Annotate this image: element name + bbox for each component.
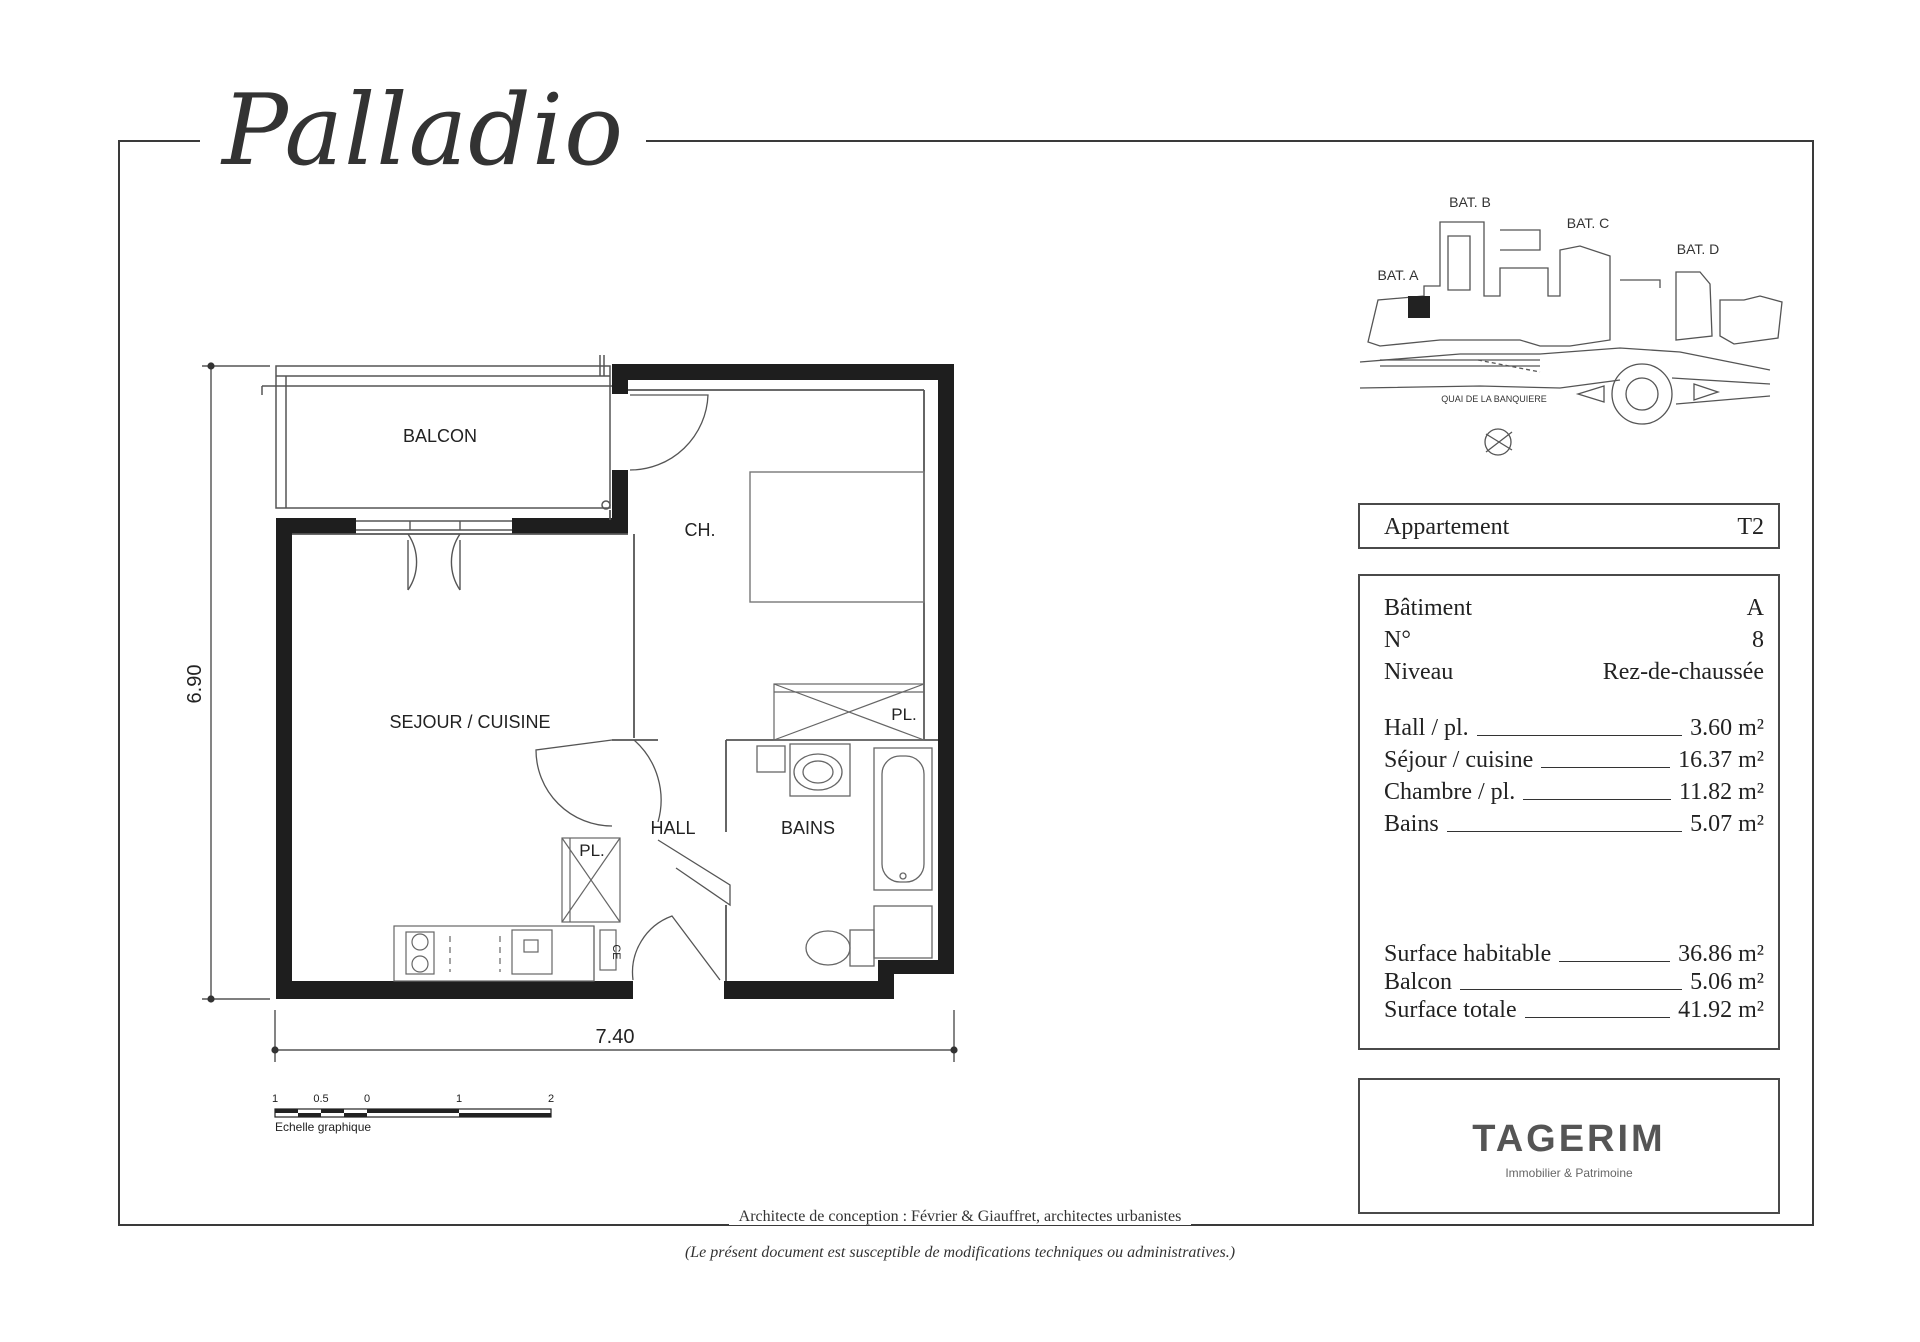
document-frame	[118, 140, 1814, 1226]
room-label-placard-hall: PL.	[579, 841, 605, 860]
balcony-window	[356, 520, 512, 591]
scale-label: Echelle graphique	[275, 1120, 371, 1134]
disclaimer: (Le présent document est susceptible de …	[684, 1244, 1236, 1261]
room-label-placard-bedroom: PL.	[891, 705, 917, 724]
balcony	[261, 355, 612, 510]
kitchen-counter	[393, 925, 617, 982]
placard-bedroom	[773, 683, 925, 741]
surface-label: Hall / pl.	[1384, 715, 1469, 741]
numero-label: N°	[1384, 627, 1411, 653]
total-value: 36.86 m²	[1678, 941, 1764, 967]
placard-hall	[561, 837, 621, 923]
apartment-type-box: Appartement T2	[1358, 503, 1780, 549]
room-label-bains: BAINS	[781, 818, 835, 838]
total-row: Surface totale 41.92 m²	[1384, 992, 1764, 1022]
surface-label: Chambre / pl.	[1384, 779, 1516, 805]
scale-tick-5: 2	[548, 1093, 554, 1105]
scale-tick-4: 1	[456, 1093, 462, 1105]
site-label-bat-d: BAT. D	[1677, 241, 1720, 257]
total-row: Surface habitable 36.86 m²	[1384, 936, 1764, 966]
dimension-height: 6.90	[184, 665, 206, 704]
surface-row: Séjour / cuisine 16.37 m²	[1384, 742, 1764, 772]
door-arcs	[535, 394, 731, 981]
architect-credit: Architecte de conception : Février & Gia…	[0, 1208, 1920, 1226]
site-label-bat-b: BAT. B	[1449, 194, 1491, 210]
bathroom-fixtures	[756, 743, 933, 967]
surface-label: Séjour / cuisine	[1384, 747, 1534, 773]
company-logo: TAGERIM	[1472, 1118, 1666, 1160]
surface-value: 5.07 m²	[1690, 811, 1764, 837]
batiment-label: Bâtiment	[1384, 595, 1472, 621]
site-label-bat-a: BAT. A	[1378, 267, 1420, 283]
graphic-scale: 1 0.5 0 1 2 Echelle graphique	[272, 1093, 554, 1134]
surface-row: Bains 5.07 m²	[1384, 806, 1764, 836]
dimension-width: 7.40	[596, 1026, 635, 1048]
project-title: Palladio	[200, 82, 647, 180]
numero-value: 8	[1752, 627, 1764, 653]
chauffe-eau-label: CE	[610, 944, 622, 959]
scale-tick-3: 0	[364, 1093, 370, 1105]
total-row: Balcon 5.06 m²	[1384, 964, 1764, 994]
room-label-hall: HALL	[650, 818, 695, 838]
info-box: Bâtiment A N° 8 Niveau Rez-de-chaussée H…	[1358, 574, 1780, 1050]
room-label-balcon: BALCON	[403, 426, 477, 446]
dimension-lines	[202, 362, 958, 1062]
batiment-value: A	[1746, 595, 1764, 621]
exterior-walls	[276, 364, 954, 999]
surface-value: 16.37 m²	[1678, 747, 1764, 773]
scale-tick-2: 0.5	[313, 1093, 328, 1105]
logo-box: TAGERIM Immobilier & Patrimoine	[1358, 1078, 1780, 1214]
architect-credit-text: Architecte de conception : Février & Gia…	[728, 1208, 1192, 1225]
apartment-type: T2	[1737, 514, 1764, 540]
site-label-street: QUAI DE LA BANQUIERE	[1441, 394, 1547, 404]
apartment-label: Appartement	[1384, 514, 1510, 540]
total-value: 41.92 m²	[1678, 997, 1764, 1023]
surface-label: Bains	[1384, 811, 1439, 837]
surface-row: Chambre / pl. 11.82 m²	[1384, 774, 1764, 804]
info-row-batiment: Bâtiment A	[1384, 590, 1764, 620]
info-row-niveau: Niveau Rez-de-chaussée	[1384, 654, 1764, 684]
total-label: Surface totale	[1384, 997, 1517, 1023]
bed	[749, 471, 925, 603]
site-label-bat-c: BAT. C	[1567, 215, 1610, 231]
total-value: 5.06 m²	[1690, 969, 1764, 995]
total-label: Balcon	[1384, 969, 1452, 995]
site-plan	[1359, 221, 1783, 456]
niveau-label: Niveau	[1384, 659, 1454, 685]
total-label: Surface habitable	[1384, 941, 1552, 967]
surface-value: 11.82 m²	[1679, 779, 1764, 805]
info-row-numero: N° 8	[1384, 622, 1764, 652]
room-label-sejour: SEJOUR / CUISINE	[389, 712, 550, 732]
company-tagline: Immobilier & Patrimoine	[1505, 1166, 1633, 1180]
site-plan-highlight-lot	[1408, 296, 1430, 318]
scale-tick-1: 1	[272, 1093, 278, 1105]
niveau-value: Rez-de-chaussée	[1602, 659, 1764, 685]
room-label-chambre: CH.	[685, 520, 716, 540]
surface-value: 3.60 m²	[1690, 715, 1764, 741]
surface-row: Hall / pl. 3.60 m²	[1384, 710, 1764, 740]
